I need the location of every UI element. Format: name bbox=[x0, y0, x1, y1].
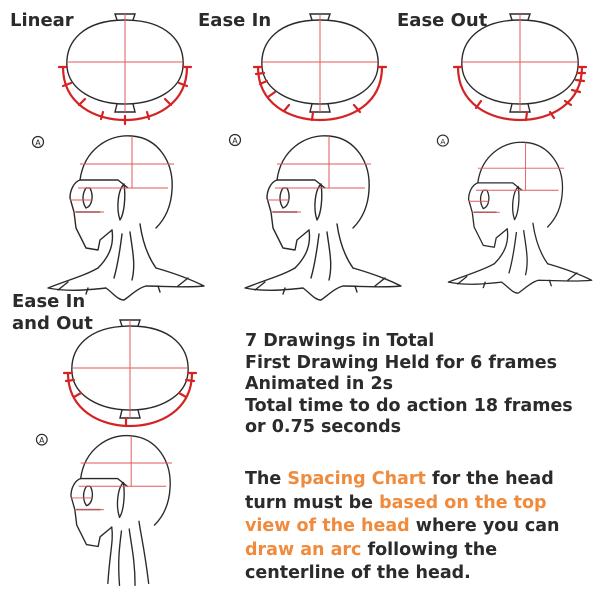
top-view-head-ease-in bbox=[252, 13, 388, 122]
info-line-4: Total time to do action 18 frames bbox=[245, 395, 573, 416]
spacing-arc-ease-in-out bbox=[62, 371, 198, 428]
spacing-description: The Spacing Chart for the head turn must… bbox=[245, 468, 595, 586]
spacing-arc-ease-out bbox=[452, 65, 588, 122]
label-ease-in-out-line2: and Out bbox=[12, 313, 93, 334]
panel-linear bbox=[55, 12, 195, 127]
spacing-arc-ease-in bbox=[252, 65, 388, 122]
info-line-3: Animated in 2s bbox=[245, 374, 394, 394]
key-label: A bbox=[440, 137, 445, 146]
desc-text-1: The bbox=[245, 469, 288, 489]
info-line-1: 7 Drawings in Total bbox=[245, 331, 435, 351]
side-head-ease-out: A bbox=[430, 128, 600, 303]
label-ease-out: Ease Out bbox=[397, 10, 488, 31]
desc-text-3: where you can bbox=[409, 516, 560, 536]
info-line-2: First Drawing Held for 6 frames bbox=[245, 352, 558, 373]
label-ease-in: Ease In bbox=[198, 10, 272, 31]
desc-highlight-top-view: based on the top view of the head bbox=[245, 492, 547, 537]
panel-ease-in bbox=[250, 12, 390, 127]
side-head-ease-in: A bbox=[225, 128, 410, 303]
panel-ease-out bbox=[450, 12, 590, 127]
top-view-head-linear bbox=[57, 13, 193, 126]
label-ease-in-out-line1: Ease In bbox=[12, 291, 86, 312]
desc-text-4: following the centerline of the head. bbox=[245, 539, 498, 584]
top-view-head-ease-out bbox=[452, 13, 588, 122]
label-linear: Linear bbox=[10, 10, 74, 31]
label-ease-in-out: Ease In and Out bbox=[12, 291, 93, 335]
key-label: A bbox=[232, 137, 238, 146]
side-head-ease-in-out: A bbox=[30, 428, 210, 598]
side-head-linear: A bbox=[28, 128, 213, 303]
desc-text-2: for the head turn must be bbox=[245, 469, 554, 513]
info-line-5: or 0.75 seconds bbox=[245, 417, 402, 437]
panel-ease-in-out bbox=[60, 318, 200, 433]
key-label: A bbox=[39, 436, 45, 445]
desc-highlight-spacing-chart: Spacing Chart bbox=[287, 469, 426, 489]
timing-info: 7 Drawings in Total First Drawing Held f… bbox=[245, 331, 595, 439]
top-view-head-ease-in-out bbox=[62, 319, 198, 428]
desc-highlight-draw-arc: draw an arc bbox=[245, 539, 362, 560]
spacing-arc-linear bbox=[57, 65, 193, 126]
key-label: A bbox=[35, 139, 41, 148]
